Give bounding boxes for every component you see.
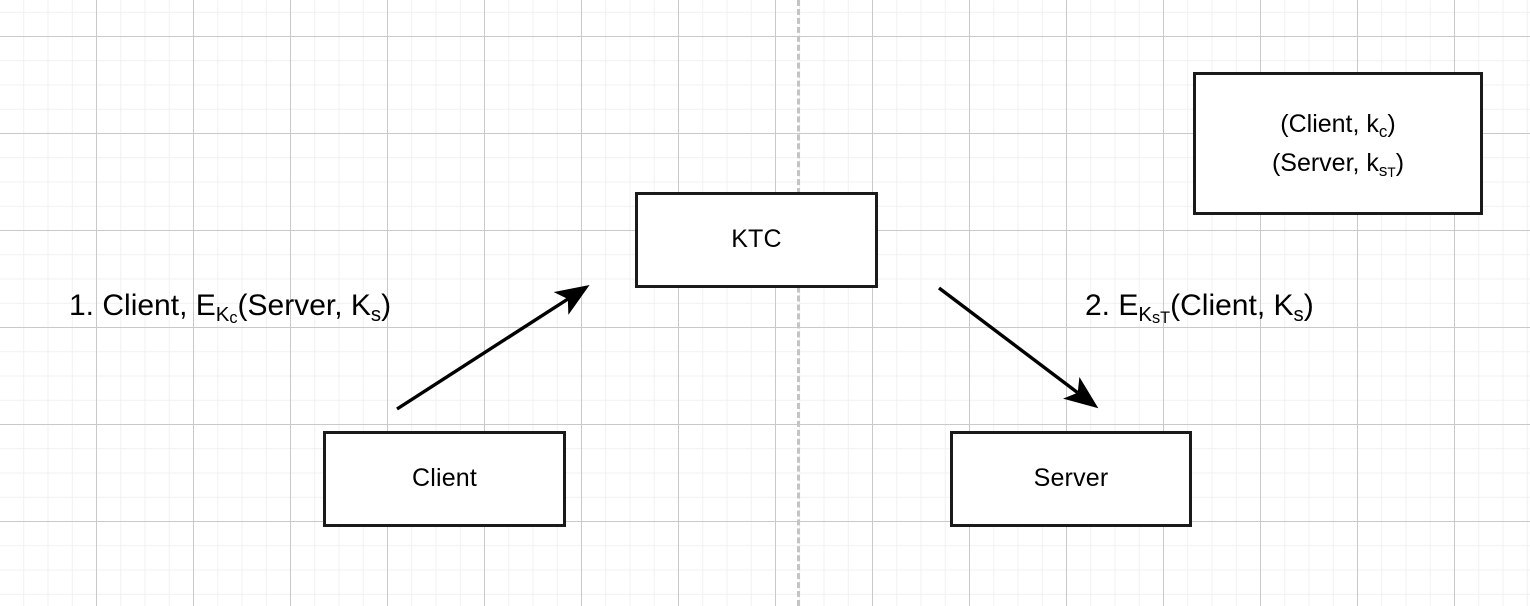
- vertical-dashed-divider: [797, 0, 800, 606]
- message-1-after: (Server, K: [237, 289, 371, 322]
- message-2-end: ): [1303, 289, 1314, 322]
- message-2-after-subscript: s: [1293, 304, 1304, 327]
- message-1-number: 1.: [69, 289, 95, 322]
- node-client-label: Client: [411, 464, 478, 493]
- message-2-before: E: [1110, 289, 1139, 322]
- message-2-after: (Client, K: [1170, 289, 1294, 322]
- key-server-sub-s: s: [1378, 160, 1388, 180]
- key-client-suffix: ): [1387, 109, 1396, 138]
- message-2-sub-k: K: [1138, 304, 1152, 327]
- message-1-sub-c: c: [229, 309, 238, 328]
- key-table-row-server: (Server, ksT): [1272, 144, 1404, 183]
- node-client[interactable]: Client: [323, 431, 566, 527]
- message-2-sub-st: sT: [1152, 309, 1171, 328]
- node-ktc[interactable]: KTC: [635, 192, 878, 288]
- message-1-before: Client, E: [94, 289, 216, 322]
- key-server-prefix: (Server, k: [1271, 148, 1379, 177]
- node-ktc-label: KTC: [731, 225, 782, 254]
- key-table[interactable]: (Client, kc) (Server, ksT): [1193, 72, 1483, 215]
- key-table-row-client: (Client, kc): [1280, 105, 1395, 144]
- message-label-2: 2. EKsT(Client, Ks): [1085, 289, 1314, 327]
- message-1-subscript: Kc: [215, 304, 238, 328]
- message-1-sub-k: K: [215, 304, 230, 327]
- message-label-1: 1. Client, EKc(Server, Ks): [69, 289, 392, 327]
- message-1-after-subscript: s: [370, 304, 382, 327]
- node-server[interactable]: Server: [950, 431, 1192, 527]
- node-server-label: Server: [1033, 464, 1109, 493]
- arrow-ktc-to-server: [937, 286, 1099, 409]
- message-2-subscript: KsT: [1138, 304, 1171, 328]
- arrow-client-to-ktc: [396, 285, 590, 411]
- key-server-subscript: sT: [1379, 161, 1396, 180]
- message-2-number: 2.: [1085, 289, 1111, 322]
- key-client-subscript: c: [1378, 121, 1388, 141]
- key-server-suffix: ): [1395, 148, 1405, 177]
- key-server-sub-t: T: [1387, 165, 1396, 181]
- key-client-prefix: (Client, k: [1280, 109, 1379, 138]
- message-1-end: ): [381, 289, 392, 322]
